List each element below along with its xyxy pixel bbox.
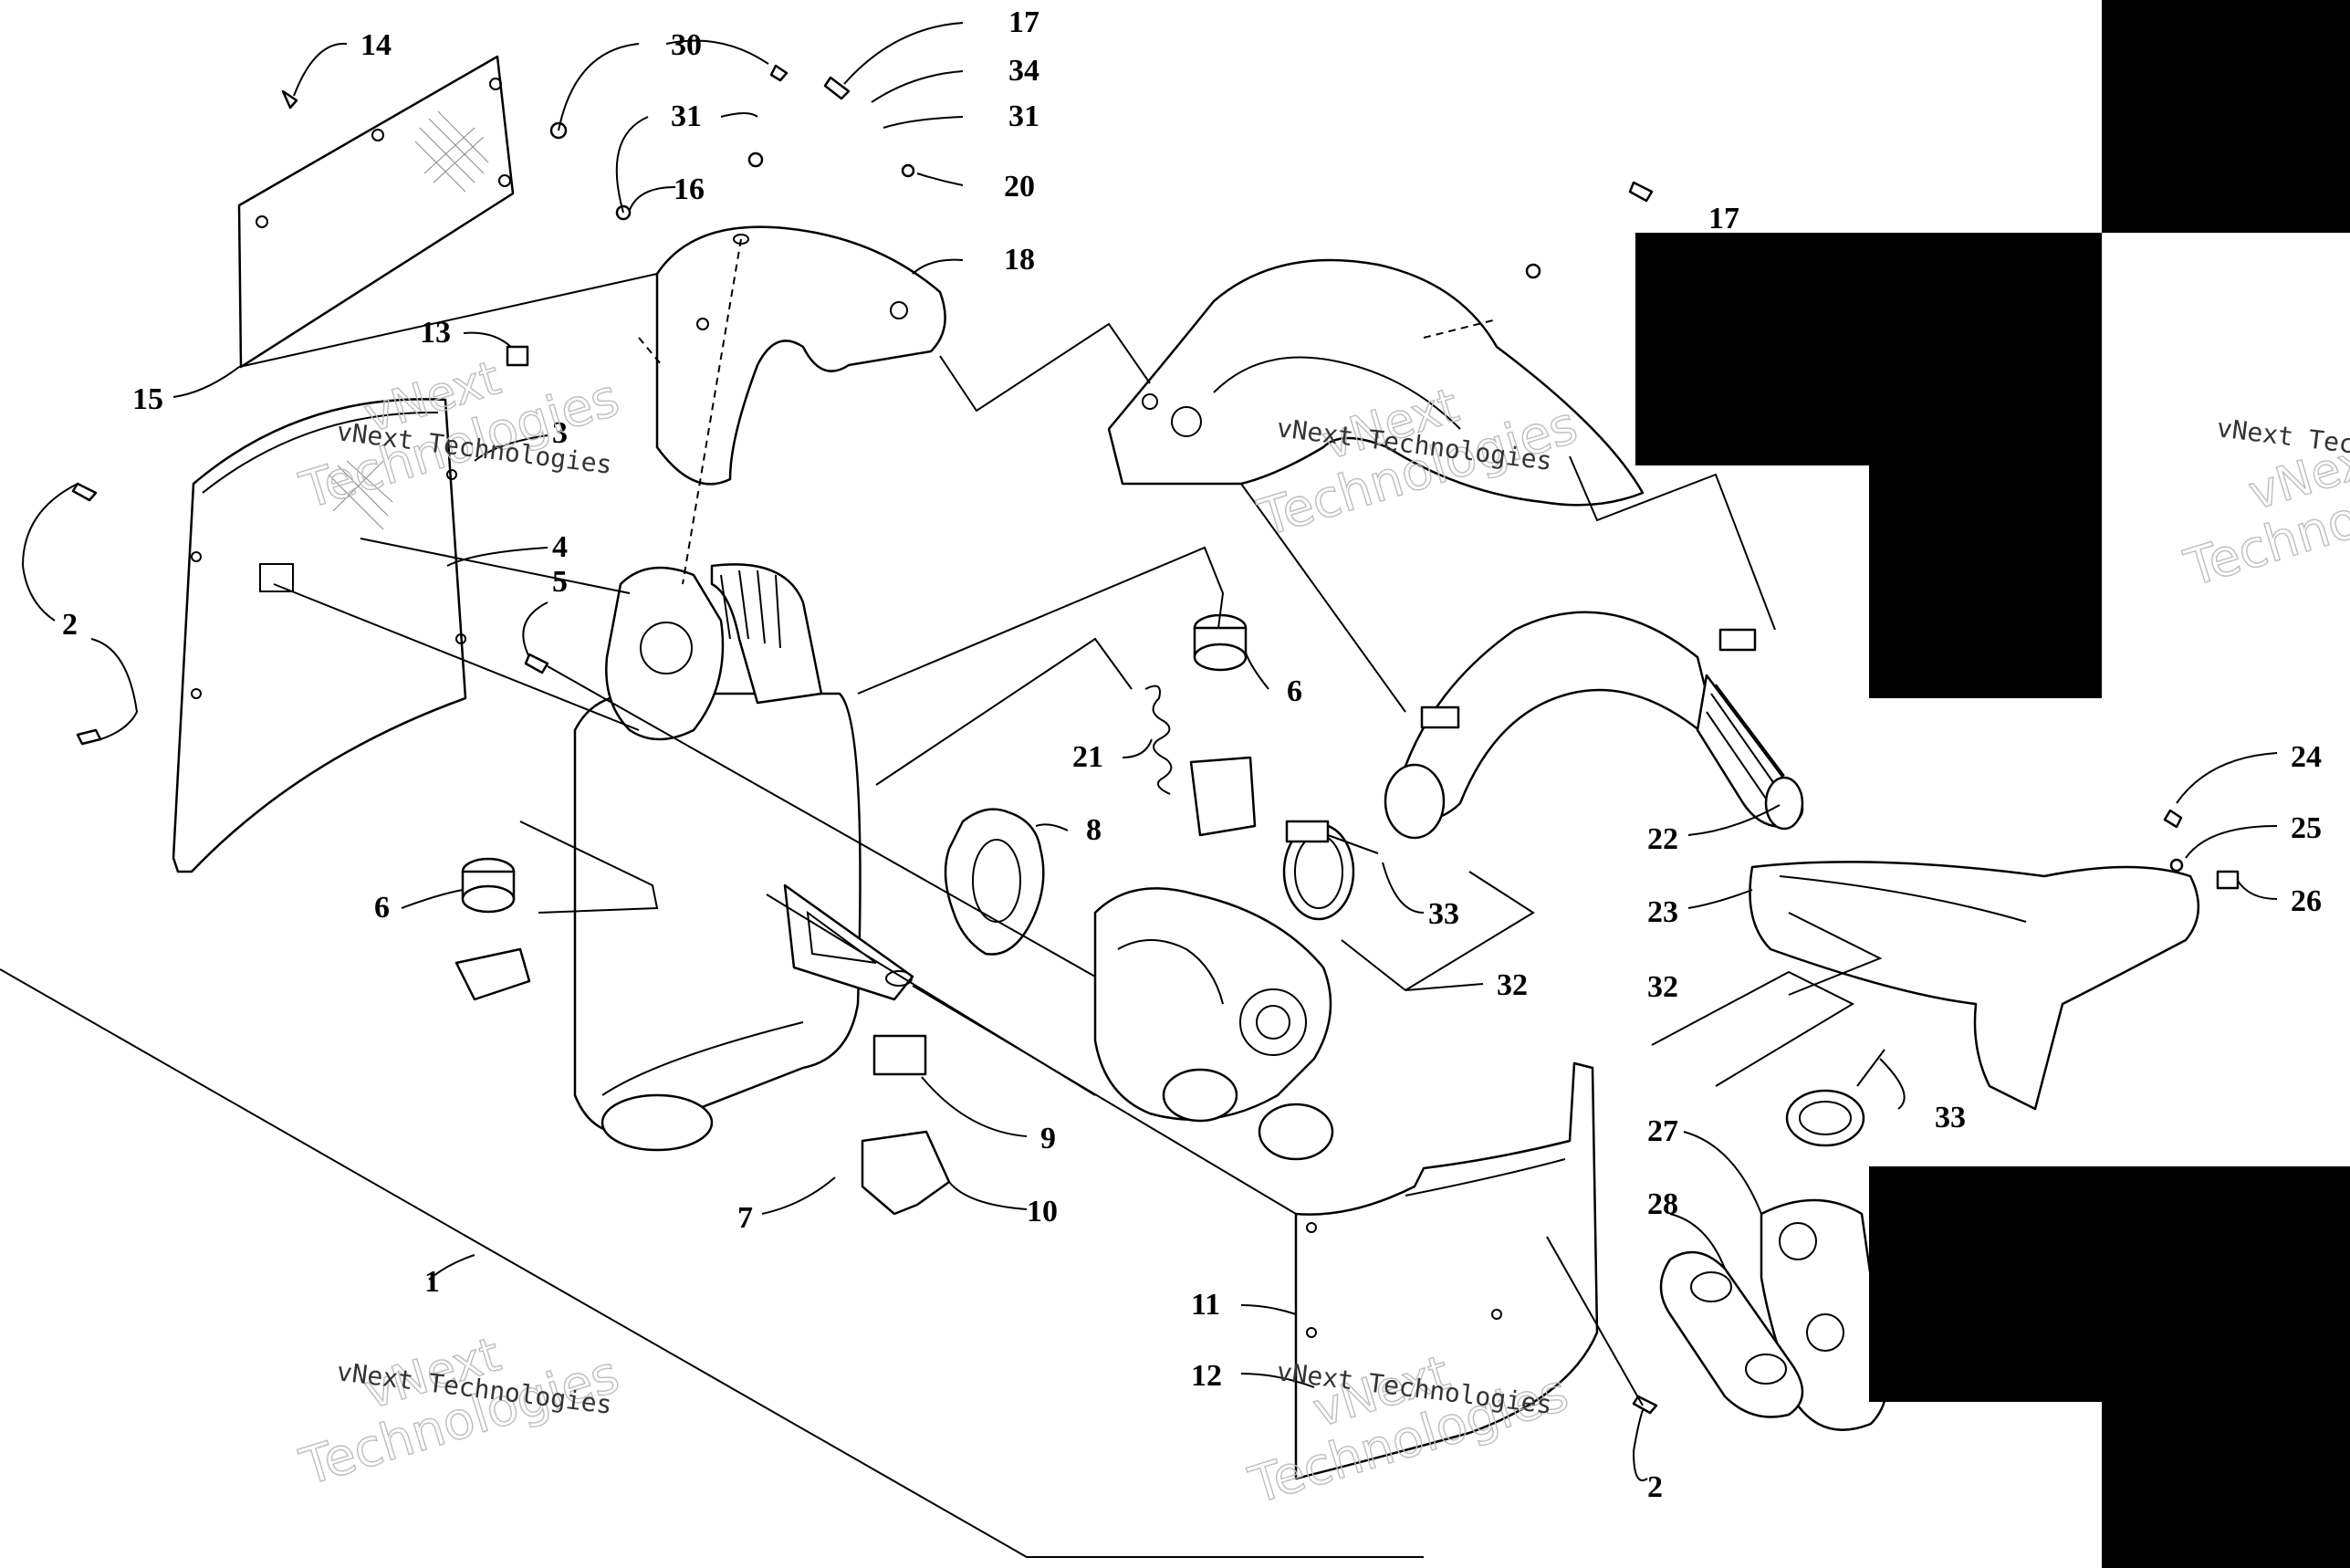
callout-34: 34 [1008,54,1039,88]
part-manifold-gasket [1659,1250,1804,1418]
leader-lines [0,22,2278,1558]
callout-9: 9 [1040,1122,1056,1155]
callout-21: 21 [1072,740,1103,774]
callout-2a: 2 [62,608,78,642]
callout-20: 20 [1004,170,1035,204]
callout-labels: 1 2 2 3 4 5 6 6 7 8 9 10 11 12 13 14 15 … [62,5,2322,1504]
redaction-block [2102,1402,2350,1568]
callout-4: 4 [552,530,568,564]
callout-23: 23 [1647,895,1678,929]
centerlines [638,238,1498,585]
redaction-blocks [1635,0,2350,1568]
callout-25: 25 [2291,811,2322,845]
callout-17b: 17 [1708,202,1739,235]
redaction-block [1869,465,2102,698]
callout-13: 13 [420,316,451,350]
callout-33b: 33 [1935,1101,1966,1134]
part-rubber-mount-left [454,857,531,1001]
callout-24: 24 [2291,740,2322,774]
callout-18: 18 [1004,243,1035,277]
part-muffler-bracket [783,883,914,1001]
callout-31b: 31 [1008,99,1039,133]
callout-8: 8 [1086,813,1102,847]
part-downpipe [1384,611,1804,840]
part-rubber-mount-right [1189,613,1257,837]
callout-15: 15 [132,382,163,416]
callout-17a: 17 [1008,5,1039,39]
part-turbo-heat-shield [1749,861,2200,1111]
callout-1: 1 [424,1265,440,1299]
callout-10: 10 [1027,1195,1058,1228]
callout-32b: 32 [1647,970,1678,1004]
callout-12: 12 [1191,1359,1222,1393]
part-lower-muffler-shield [1294,1061,1599,1480]
callout-6b: 6 [1287,674,1302,708]
part-vband-clamp-right [1785,1049,1885,1147]
callout-3: 3 [552,416,568,450]
part-left-muffler-shield [172,398,467,873]
part-heat-shield-plate [237,55,515,369]
callout-33a: 33 [1428,897,1459,931]
redaction-block [1869,1166,2350,1402]
part-spring [1144,685,1173,795]
callout-28: 28 [1647,1187,1678,1221]
part-upper-heat-cover [655,225,946,486]
callout-31a: 31 [671,99,702,133]
redaction-block [1635,233,2102,465]
callout-11: 11 [1191,1288,1220,1322]
callout-22: 22 [1647,822,1678,856]
callout-7: 7 [737,1201,753,1235]
part-right-heat-shield [1107,258,1645,507]
callout-14: 14 [360,28,392,62]
part-muffler-clamp [861,1034,951,1216]
callout-30: 30 [671,28,702,62]
callout-2b: 2 [1647,1470,1663,1504]
callout-6a: 6 [374,891,390,925]
callout-26: 26 [2291,884,2322,918]
callout-27: 27 [1647,1114,1678,1148]
callout-5: 5 [552,565,568,599]
callout-32a: 32 [1497,968,1528,1002]
part-muffler-inlet [605,563,823,741]
part-vband-clamp-left [1282,820,1379,921]
part-turbocharger [1093,887,1334,1161]
callout-16: 16 [674,172,705,206]
redaction-block [2102,0,2350,233]
part-gasket [944,808,1045,956]
